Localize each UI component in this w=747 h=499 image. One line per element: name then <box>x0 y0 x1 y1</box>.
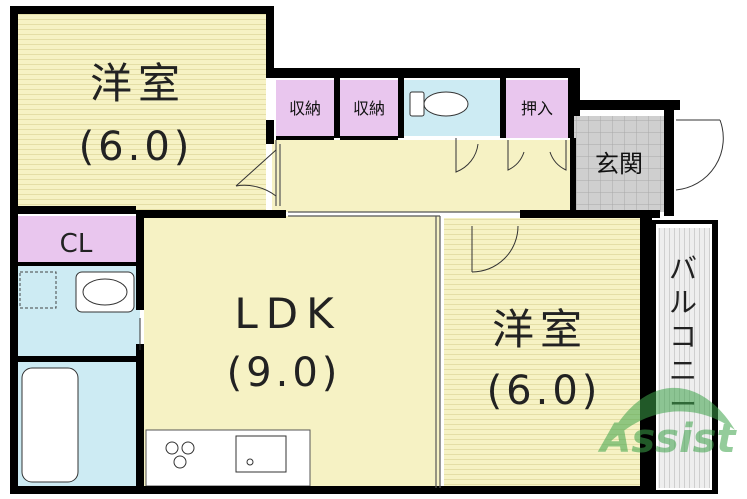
western-room-2-name: 洋室 <box>492 305 588 354</box>
watermark-text: Assist <box>597 416 737 462</box>
ldk-size: (9.0) <box>227 350 342 396</box>
washbasin-fixture <box>75 271 135 313</box>
balcony-label-char: ル <box>669 286 697 319</box>
ldk-name: LDK <box>234 289 341 338</box>
storage-1-floor <box>276 80 334 138</box>
sink-fixture <box>235 435 287 473</box>
closet-push-label: 押入 <box>521 99 553 118</box>
balcony-floor <box>658 228 710 488</box>
balcony-label-char: コ <box>669 320 697 353</box>
cl-label: CL <box>60 229 93 259</box>
walls <box>10 6 680 494</box>
entrance-label: 玄関 <box>595 150 643 178</box>
stove-fixture <box>165 441 195 469</box>
bathtub-fixture <box>21 367 79 483</box>
hallway-floor <box>272 140 572 212</box>
entrance-floor <box>574 116 664 212</box>
partitions <box>275 140 520 488</box>
balcony-label-char: ニ <box>669 354 697 387</box>
western-room-1-name: 洋室 <box>90 59 186 108</box>
storage-2-floor <box>340 80 398 138</box>
closet-push-floor <box>506 80 568 138</box>
doors <box>139 119 724 350</box>
toilet-fixture <box>409 91 469 117</box>
cl-floor <box>16 216 136 264</box>
washer-space <box>19 271 57 309</box>
western-room-1-size: (6.0) <box>79 124 194 170</box>
western-room-1-floor <box>16 12 266 212</box>
western-room-2-size: (6.0) <box>487 368 602 414</box>
storage-2-label: 収納 <box>353 99 385 118</box>
balcony-label-char: バ <box>669 252 697 285</box>
storage-1-label: 収納 <box>289 99 321 118</box>
assist-watermark-logo: Assist <box>597 387 737 462</box>
